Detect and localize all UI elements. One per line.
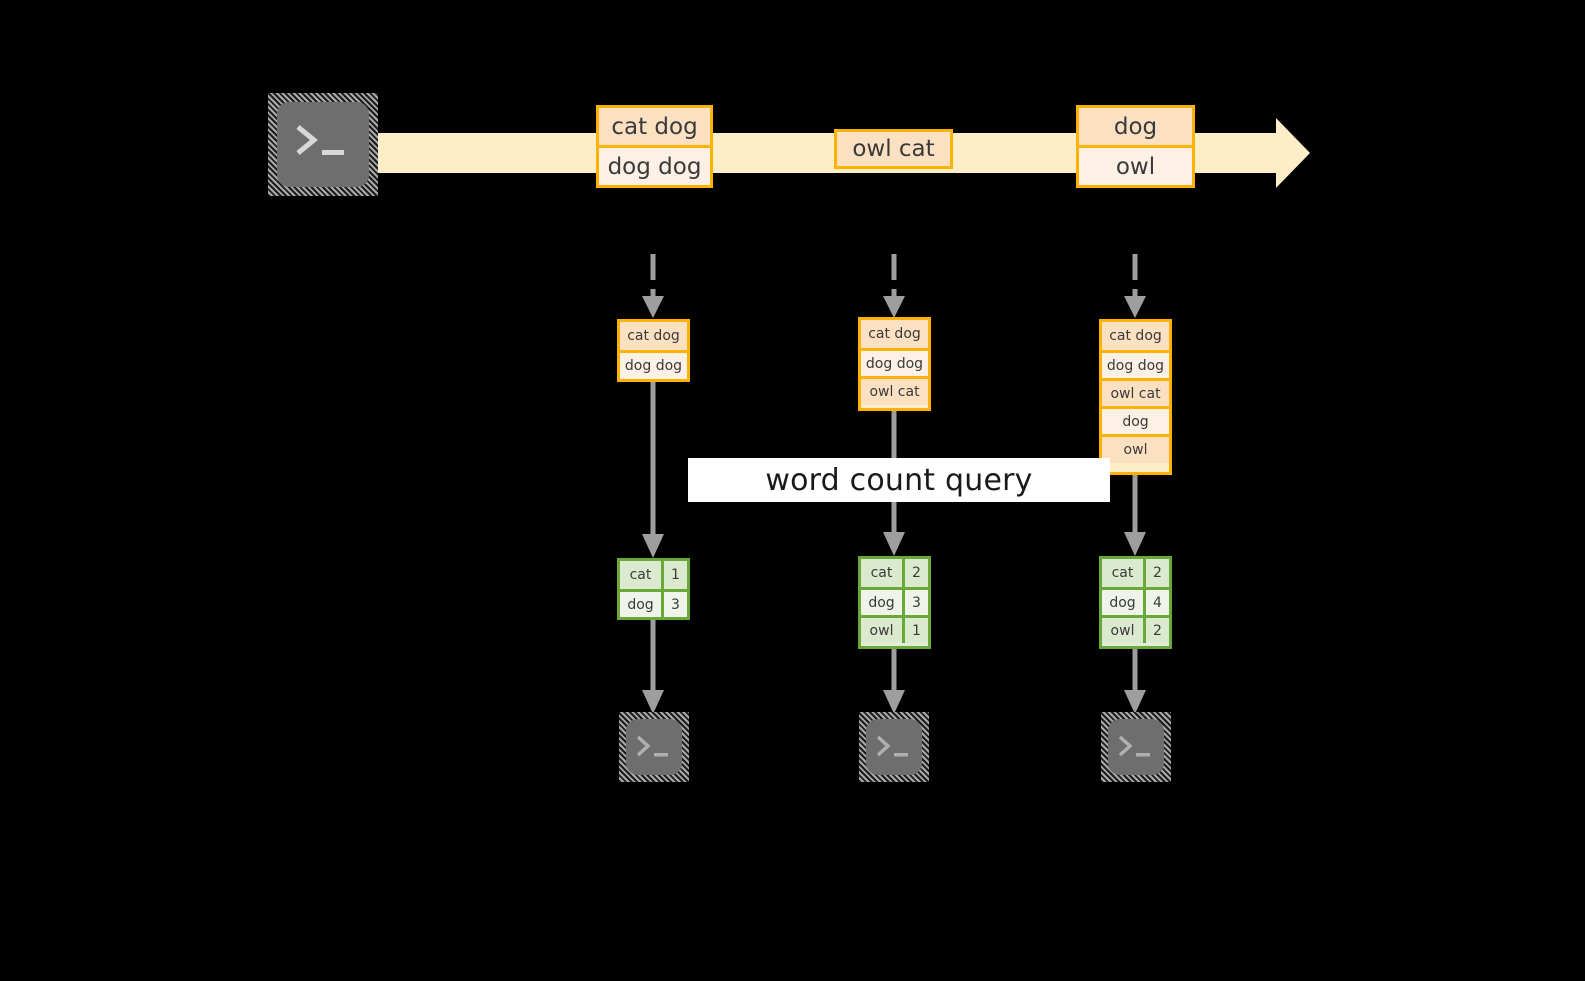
terminal-prompt-icon [296, 125, 344, 155]
sink-terminal-3[interactable] [1101, 712, 1171, 782]
result-count-cell: 1 [905, 618, 928, 643]
terminal-prompt-icon [876, 735, 908, 757]
snapshot-2[interactable]: cat dog dog dog owl cat [858, 317, 931, 411]
terminal-body [866, 719, 922, 775]
result-word-cell: dog [861, 590, 905, 615]
query-connector-1 [642, 382, 664, 558]
snapshot-row: owl cat [861, 376, 928, 405]
stream-message-2[interactable]: owl cat [834, 129, 953, 169]
stream-message-line: dog dog [599, 145, 710, 185]
table-row: cat 2 [1102, 559, 1169, 587]
terminal-body [1108, 719, 1164, 775]
stream-message-line: owl cat [837, 132, 950, 166]
query-label: word count query [688, 458, 1110, 502]
result-table-1[interactable]: cat 1 dog 3 [617, 558, 690, 620]
table-row: dog 3 [861, 587, 928, 615]
snapshot-3[interactable]: cat dog dog dog owl cat dog owl [1099, 319, 1172, 475]
stream-message-line: owl [1079, 145, 1192, 185]
query-connector-3 [1124, 475, 1146, 556]
snapshot-row: cat dog [861, 320, 928, 348]
table-row: dog 4 [1102, 587, 1169, 615]
result-word-cell: dog [1102, 590, 1146, 615]
result-count-cell: 3 [664, 592, 687, 617]
result-count-cell: 2 [1146, 618, 1169, 643]
stream-message-line: cat dog [599, 108, 710, 145]
sink-terminal-1[interactable] [619, 712, 689, 782]
terminal-body [277, 102, 369, 187]
result-count-cell: 2 [905, 559, 928, 587]
stream-arrowhead [1266, 118, 1310, 188]
result-count-cell: 4 [1146, 590, 1169, 615]
stream-message-1[interactable]: cat dog dog dog [596, 105, 713, 188]
result-count-cell: 3 [905, 590, 928, 615]
result-word-cell: cat [861, 559, 905, 587]
query-label-text: word count query [765, 462, 1033, 498]
snapshot-1-dashed-connector [642, 254, 664, 318]
sink-connector-3 [1124, 649, 1146, 714]
result-count-cell: 1 [664, 561, 687, 589]
source-terminal[interactable] [268, 93, 378, 196]
sink-connector-2 [883, 649, 905, 714]
snapshot-row: dog dog [861, 348, 928, 376]
result-word-cell: cat [620, 561, 664, 589]
snapshot-row: dog dog [620, 350, 687, 379]
table-row: dog 3 [620, 589, 687, 617]
result-table-3[interactable]: cat 2 dog 4 owl 2 [1099, 556, 1172, 649]
snapshot-2-dashed-connector [883, 254, 905, 318]
result-word-cell: dog [620, 592, 664, 617]
table-row: owl 2 [1102, 615, 1169, 643]
terminal-prompt-icon [1118, 735, 1150, 757]
result-word-cell: cat [1102, 559, 1146, 587]
result-word-cell: owl [861, 618, 905, 643]
stream-message-3[interactable]: dog owl [1076, 105, 1195, 188]
snapshot-1[interactable]: cat dog dog dog [617, 319, 690, 382]
snapshot-row: dog dog [1102, 350, 1169, 378]
table-row: cat 2 [861, 559, 928, 587]
sink-terminal-2[interactable] [859, 712, 929, 782]
snapshot-row: owl [1102, 434, 1169, 463]
table-row: owl 1 [861, 615, 928, 643]
snapshot-3-dashed-connector [1124, 254, 1146, 318]
snapshot-row: cat dog [620, 322, 687, 350]
snapshot-row: cat dog [1102, 322, 1169, 350]
result-table-2[interactable]: cat 2 dog 3 owl 1 [858, 556, 931, 649]
sink-connector-1 [642, 620, 664, 714]
result-word-cell: owl [1102, 618, 1146, 643]
terminal-prompt-icon [636, 735, 668, 757]
table-row: cat 1 [620, 561, 687, 589]
result-count-cell: 2 [1146, 559, 1169, 587]
terminal-body [626, 719, 682, 775]
snapshot-row: dog [1102, 406, 1169, 434]
stream-message-line: dog [1079, 108, 1192, 145]
snapshot-row: owl cat [1102, 378, 1169, 406]
